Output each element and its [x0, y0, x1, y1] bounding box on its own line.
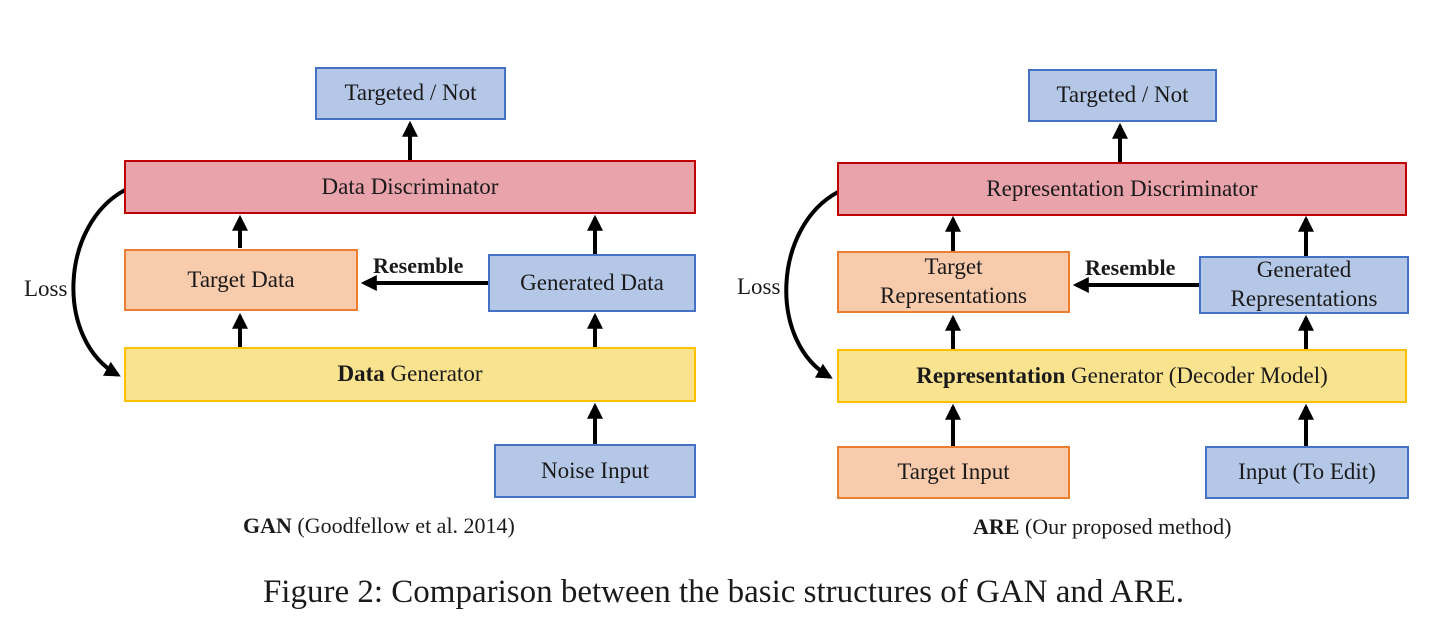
are-caption: ARE (Our proposed method): [973, 514, 1231, 540]
are-generated-line1: Generated: [1256, 257, 1352, 283]
are-caption-bold: ARE: [973, 514, 1020, 539]
are-caption-rest: (Our proposed method): [1019, 514, 1232, 539]
gan-caption: GAN (Goodfellow et al. 2014): [243, 513, 515, 539]
figure-caption: Figure 2: Comparison between the basic s…: [262, 574, 1185, 610]
are-generator-box: Representation Generator (Decoder Model): [837, 349, 1407, 403]
are-target-input-label: Target Input: [897, 459, 1010, 485]
are-target-input-box: Target Input: [837, 446, 1070, 499]
are-target-line1: Target: [924, 254, 983, 280]
gan-generator-label: Data Generator: [338, 360, 483, 389]
are-generator-bold: Representation: [916, 362, 1066, 388]
gan-discriminator-label: Data Discriminator: [321, 173, 499, 199]
are-output-label: Targeted / Not: [1056, 82, 1189, 108]
are-generator-rest: Generator (Decoder Model): [1065, 362, 1328, 388]
gan-output-label: Targeted / Not: [344, 80, 477, 106]
gan-generator-rest: Generator: [384, 361, 483, 387]
are-output-box: Targeted / Not: [1028, 69, 1217, 122]
are-edit-input-box: Input (To Edit): [1205, 446, 1409, 499]
are-resemble-label: Resemble: [1085, 255, 1176, 280]
are-generated-box: Generated Representations: [1199, 256, 1409, 314]
gan-resemble-label: Resemble: [373, 253, 464, 278]
gan-output-box: Targeted / Not: [315, 67, 506, 120]
are-discriminator-box: Representation Discriminator: [837, 162, 1407, 216]
gan-noise-box: Noise Input: [494, 444, 696, 498]
gan-generator-box: Data Generator: [124, 347, 696, 402]
are-edit-input-label: Input (To Edit): [1238, 459, 1376, 485]
gan-target-box: Target Data: [124, 249, 358, 311]
gan-loss-label: Loss: [24, 276, 68, 301]
gan-noise-label: Noise Input: [541, 457, 649, 483]
are-target-line2: Representations: [880, 283, 1027, 308]
are-loss-arrow: [784, 190, 839, 379]
gan-target-label: Target Data: [187, 266, 295, 292]
are-loss-label: Loss: [737, 274, 781, 299]
are-discriminator-label: Representation Discriminator: [986, 175, 1258, 201]
gan-generated-label: Generated Data: [520, 269, 664, 295]
gan-caption-rest: (Goodfellow et al. 2014): [291, 513, 515, 538]
gan-caption-bold: GAN: [243, 513, 292, 538]
are-generated-line2: Representations: [1230, 286, 1378, 311]
gan-generated-box: Generated Data: [488, 254, 696, 312]
gan-loss-arrow: [71, 188, 126, 377]
are-target-box: Target Representations: [837, 251, 1070, 313]
gan-generator-bold: Data: [337, 361, 385, 387]
gan-discriminator-box: Data Discriminator: [124, 160, 696, 214]
are-generator-label: Representation Generator (Decoder Model): [916, 362, 1328, 391]
